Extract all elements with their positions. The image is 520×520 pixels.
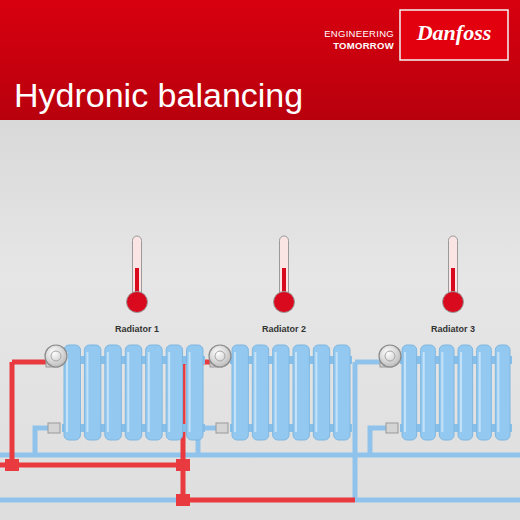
thermometer-bulb [443,292,464,313]
background [0,118,520,520]
logo-box [400,10,508,60]
radiator-section [477,345,492,440]
tagline: TOMORROW [333,40,394,51]
logo-text: Danfoss [417,20,492,46]
thermostatic-valve [45,345,67,367]
radiator-label: Radiator 2 [254,324,314,334]
section-highlight [234,352,236,432]
radiator-section [252,345,268,440]
tee-fitting [176,459,190,471]
radiator [209,345,352,440]
return-pipe [0,498,183,503]
radiator-node: Radiator 2 [254,324,314,334]
radiator-section [125,345,141,440]
radiator-section [232,345,248,440]
radiator-section [495,345,510,440]
valve-dial [215,351,225,361]
title: Hydronic balancing [14,76,303,115]
section-highlight [127,352,129,432]
section-highlight [295,352,297,432]
radiator-label: Radiator 1 [107,324,167,334]
thermometer [127,236,148,313]
lockshield-valve [48,423,60,433]
thermostatic-valve [209,345,231,367]
section-highlight [189,352,191,432]
valve-dial [51,351,61,361]
section-highlight [460,352,462,432]
radiator-node: Radiator 1 [107,324,167,334]
supply-pipe [183,498,355,503]
radiator [379,345,512,440]
section-highlight [404,352,406,432]
valve-dial [385,351,395,361]
section-highlight [336,352,338,432]
section-highlight [497,352,499,432]
radiator-node: Radiator 3 [423,324,483,334]
thermometer [274,236,295,313]
supply-pipe [0,463,183,468]
header-band [0,0,520,120]
radiators [45,345,512,440]
radiator-section [166,345,182,440]
section-highlight [315,352,317,432]
supply-pipe [10,362,15,465]
radiator-section [334,345,350,440]
section-highlight [441,352,443,432]
radiator-section [313,345,329,440]
return-pipe [0,453,520,458]
radiator-section [105,345,121,440]
riser-pipe [353,362,358,500]
lockshield-valve [216,423,228,433]
tee-fitting [176,494,190,506]
section-highlight [254,352,256,432]
radiator-section [187,345,203,440]
section-highlight [168,352,170,432]
tagline: ENGINEERING [324,28,394,39]
section-highlight [86,352,88,432]
section-highlight [423,352,425,432]
section-highlight [275,352,277,432]
section-highlight [479,352,481,432]
section-highlight [107,352,109,432]
thermostatic-valve [379,345,401,367]
return-pipe [355,498,520,503]
thermometer [443,236,464,313]
tee-fitting [5,459,19,471]
radiator-section [458,345,473,440]
section-highlight [148,352,150,432]
radiator-section [439,345,454,440]
radiator-section [293,345,309,440]
thermometer-bulb [127,292,148,313]
radiator-section [84,345,100,440]
radiator-section [402,345,417,440]
radiator-section [421,345,436,440]
lockshield-valve [386,423,398,433]
radiator-section [146,345,162,440]
radiator [45,345,205,440]
radiator-section [273,345,289,440]
radiator-label: Radiator 3 [423,324,483,334]
branch-pipe [370,428,386,455]
thermometers [127,236,464,313]
section-highlight [66,352,68,432]
thermometer-bulb [274,292,295,313]
